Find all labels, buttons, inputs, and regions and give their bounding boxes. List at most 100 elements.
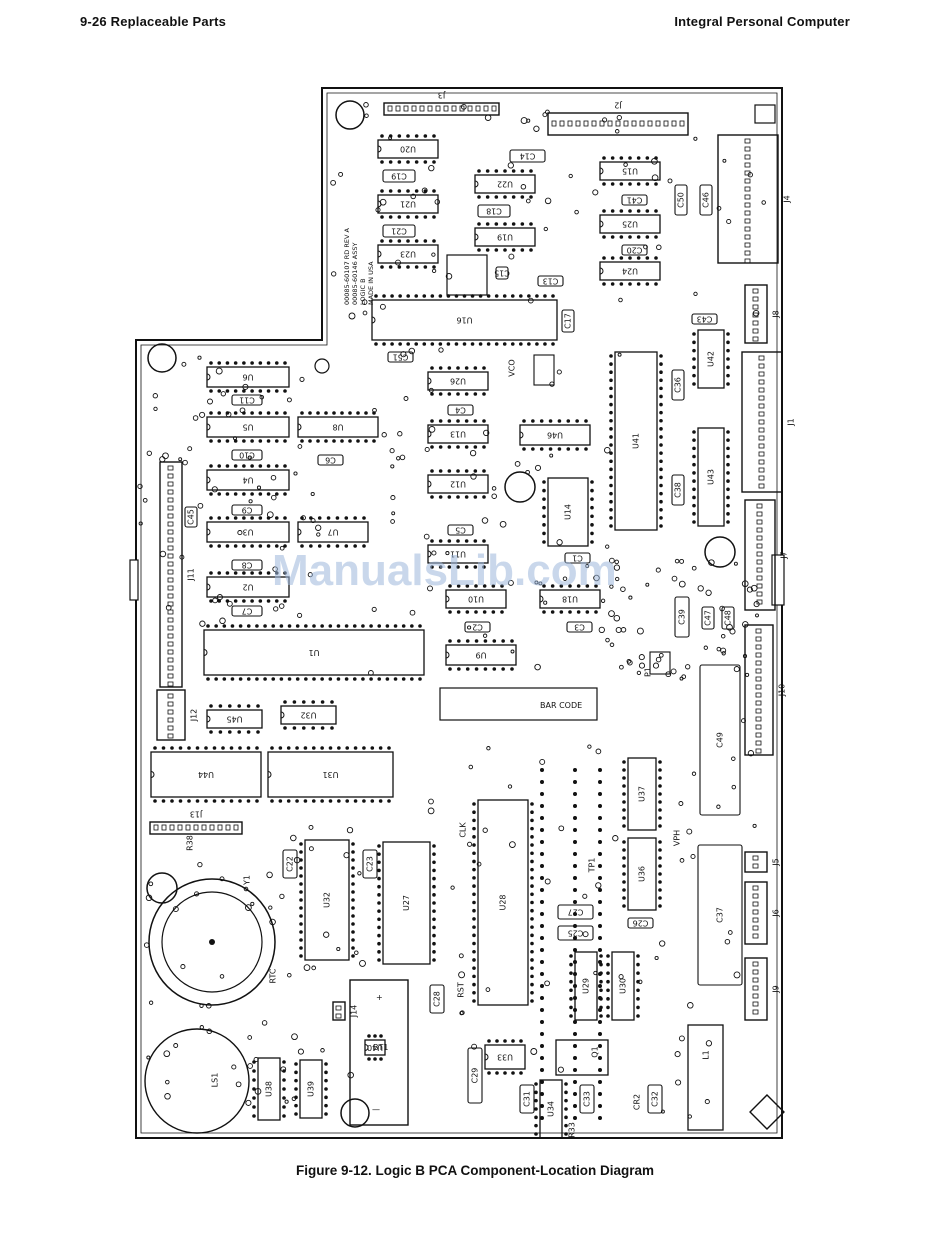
ic-u8: U8: [297, 411, 379, 443]
capacitor-label: C3: [574, 623, 585, 632]
ic-label: U44: [198, 770, 214, 779]
battery-outline: [349, 979, 409, 1126]
capacitor-c19: C19: [382, 169, 416, 183]
mount-hole: [704, 536, 736, 568]
vco-module: [446, 254, 488, 296]
misc-label-r38: R38: [186, 835, 195, 851]
capacitor-c37: C37: [697, 844, 743, 986]
bar-code-label: BAR CODE: [540, 701, 582, 710]
header-section-title: 9-26 Replaceable Parts: [80, 14, 227, 29]
ic-label: U30: [619, 978, 628, 994]
assy-line: LOGIC B: [359, 278, 367, 305]
ic-label: U27: [402, 895, 411, 911]
ic-u40: U40: [364, 1034, 386, 1061]
capacitor-label: C33: [583, 1091, 592, 1107]
capacitor-label: C9: [242, 506, 253, 515]
watermark: ManualsLib.com: [272, 546, 617, 595]
ic-u11: U11: [427, 539, 489, 569]
vco-module: [533, 354, 555, 386]
ic-u41: U41: [609, 351, 663, 531]
ic-label: U6: [243, 373, 254, 382]
capacitor-label: C19: [391, 172, 407, 181]
ic-u33: U33: [484, 1039, 526, 1075]
ic-u32: U32: [299, 839, 355, 961]
ic-label: U11: [450, 550, 466, 559]
ic-label: U29: [582, 978, 591, 994]
ic-u26: U26: [427, 366, 489, 396]
capacitor-c50: C50: [674, 184, 688, 216]
ic-u24: U24: [599, 256, 661, 286]
capacitor-c21: C21: [382, 224, 416, 238]
ic-u4: U4: [206, 464, 290, 496]
capacitor-label: C1: [572, 554, 583, 563]
capacitor-label: C26: [633, 919, 649, 928]
capacitor-label: C22: [286, 856, 295, 872]
ic-label: U26: [450, 377, 466, 386]
mount-hole: [147, 343, 177, 373]
misc-label-p1: P1: [644, 667, 653, 677]
ic-label: U13: [450, 430, 466, 439]
connector-j14: J14: [332, 1001, 359, 1021]
capacitor-c28: C28: [429, 984, 445, 1014]
capacitor-c1: C1: [564, 552, 591, 564]
ic-label: U14: [564, 504, 573, 520]
transistor-q1-outline: [555, 1039, 609, 1076]
capacitor-c49: C49: [699, 664, 741, 816]
ic-u3: U3: [206, 516, 290, 548]
ic-u13: U13: [427, 419, 489, 449]
connector-j13: J13: [149, 810, 243, 835]
capacitor-label: C11: [239, 396, 255, 405]
mount-pad: [754, 104, 776, 124]
ic-label: U8: [333, 423, 344, 432]
misc-label-vco: VCO: [508, 359, 517, 376]
connector-label: J5: [772, 858, 781, 866]
connector-label: J4: [783, 195, 792, 203]
battery-plus-sign: +: [376, 993, 383, 1002]
capacitor-label: C29: [471, 1068, 480, 1084]
misc-label-vph: VPH: [673, 830, 682, 846]
capacitor-label: C6: [325, 456, 336, 465]
capacitor-c51: C51: [387, 351, 414, 363]
ic-u5: U5: [206, 411, 290, 443]
ic-u7: U7: [297, 516, 369, 548]
ic-label: U36: [638, 866, 647, 882]
mount-hole: [340, 1098, 370, 1128]
ic-label: U22: [497, 180, 513, 189]
capacitor-label: C49: [716, 732, 725, 748]
ic-u28: U28: [472, 799, 534, 1006]
capacitor-c47: C47: [701, 606, 715, 630]
p1-module: [649, 651, 671, 675]
capacitor-c10: C10: [231, 449, 263, 461]
capacitor-label: C43: [697, 315, 713, 324]
assy-line: MADE IN USA: [367, 261, 375, 305]
misc-label-l1: L1: [702, 1050, 711, 1060]
misc-label-q1: Q1: [591, 1046, 600, 1057]
capacitor-label: C20: [627, 246, 643, 255]
connector-label: J10: [778, 684, 787, 698]
connector-label: J8: [772, 310, 781, 318]
capacitor-label: C8: [242, 561, 253, 570]
ic-u39: U39: [294, 1059, 328, 1119]
misc-label-ls1: LS1: [211, 1073, 220, 1088]
misc-label-r33: R33: [568, 1122, 577, 1138]
connector-label: J9: [772, 985, 781, 993]
connector-label: J14: [350, 1005, 359, 1019]
misc-label-cr2: CR2: [633, 1094, 642, 1110]
mount-pad: [749, 1094, 785, 1130]
connector-j12: J12: [156, 689, 199, 741]
ic-u18: U18: [539, 584, 601, 614]
capacitor-label: C25: [568, 929, 584, 938]
label-bt1: BT1: [373, 1043, 388, 1052]
ic-label: U2: [243, 583, 254, 592]
connector-j10: J10: [744, 624, 787, 756]
ic-label: U32: [300, 711, 316, 720]
ic-label: U10: [468, 595, 484, 604]
capacitor-label: C41: [627, 196, 643, 205]
capacitor-c8: C8: [231, 559, 263, 571]
ic-u15: U15: [599, 156, 661, 186]
ic-u2: U2: [206, 571, 290, 603]
ic-label: U1: [309, 648, 320, 657]
capacitor-c29: C29: [467, 1047, 483, 1104]
mount-hole: [504, 471, 536, 503]
capacitor-label: C45: [187, 509, 196, 525]
